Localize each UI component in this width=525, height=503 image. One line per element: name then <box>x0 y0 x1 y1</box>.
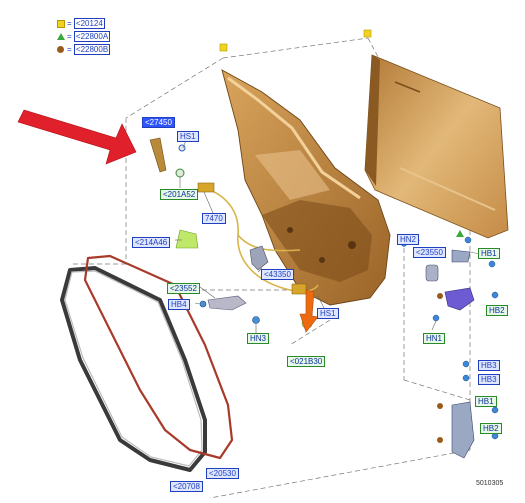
harness-connector-2 <box>291 283 307 295</box>
legend-label: <22800B <box>73 44 111 55</box>
door-seal-red <box>83 254 234 460</box>
callout-hb2-top[interactable]: HB2 <box>486 305 508 316</box>
regulator-bracket <box>149 137 167 173</box>
door-seal-dark-inner <box>64 270 203 467</box>
callout-hs1-bottom[interactable]: HS1 <box>317 308 339 319</box>
hinge-bolt-hn3 <box>252 316 260 324</box>
trim-piece-icon <box>175 229 199 249</box>
latch-icon <box>249 245 269 271</box>
callout-hb2-bottom[interactable]: HB2 <box>480 423 502 434</box>
callout-hb1-top[interactable]: HB1 <box>478 248 500 259</box>
harness-connector <box>197 182 215 193</box>
callout-27450[interactable]: <27450 <box>142 117 175 128</box>
red-arrow-icon <box>17 109 137 165</box>
door-outer-skin <box>364 54 509 239</box>
callout-hs1-top[interactable]: HS1 <box>177 131 199 142</box>
check-arm-icon <box>207 295 247 311</box>
hinge-upper-icon <box>444 287 475 311</box>
hinge-block-icon <box>451 249 471 263</box>
green-triangle-icon <box>57 33 65 40</box>
callout-23550[interactable]: <23550 <box>413 247 446 258</box>
callout-hb4[interactable]: HB4 <box>168 299 190 310</box>
clip-part-2 <box>175 168 185 178</box>
callout-20708[interactable]: <20708 <box>170 481 203 492</box>
door-seal-dark <box>60 266 207 472</box>
callout-201A52[interactable]: <201A52 <box>160 189 199 200</box>
bolt-marker-green <box>456 230 464 237</box>
callout-20530[interactable]: <20530 <box>206 468 239 479</box>
hinge-lower-icon <box>451 401 475 459</box>
hinge-bolts <box>401 236 499 440</box>
callout-hb3-a[interactable]: HB3 <box>478 360 500 371</box>
callout-021B30[interactable]: <021B30 <box>287 356 326 367</box>
hinge-bolt-hb4 <box>199 300 207 308</box>
callout-hn3[interactable]: HN3 <box>247 333 270 344</box>
bolt-marker-yellow-2 <box>363 29 372 38</box>
bolt-marker-yellow <box>219 43 228 52</box>
yellow-square-icon <box>57 20 65 28</box>
door-inner-frame <box>221 69 391 306</box>
callout-hb1-bottom[interactable]: HB1 <box>475 396 497 407</box>
document-number: 5010305 <box>476 480 504 487</box>
legend-label: <22800A <box>73 31 111 42</box>
brown-dot-icon <box>57 46 64 53</box>
callout-hb3-b[interactable]: HB3 <box>478 374 500 385</box>
door-handle-part <box>425 264 439 282</box>
callout-43350[interactable]: <43350 <box>261 269 294 280</box>
callout-7470[interactable]: 7470 <box>202 213 226 224</box>
orange-arrow-icon <box>299 289 319 333</box>
legend-label: <20124 <box>73 18 105 29</box>
callout-214A46[interactable]: <214A46 <box>132 237 171 248</box>
callout-23552[interactable]: <23552 <box>167 283 200 294</box>
callout-hn2[interactable]: HN2 <box>397 234 420 245</box>
callout-hn1[interactable]: HN1 <box>423 333 446 344</box>
bolt-dots-brown <box>437 293 443 443</box>
